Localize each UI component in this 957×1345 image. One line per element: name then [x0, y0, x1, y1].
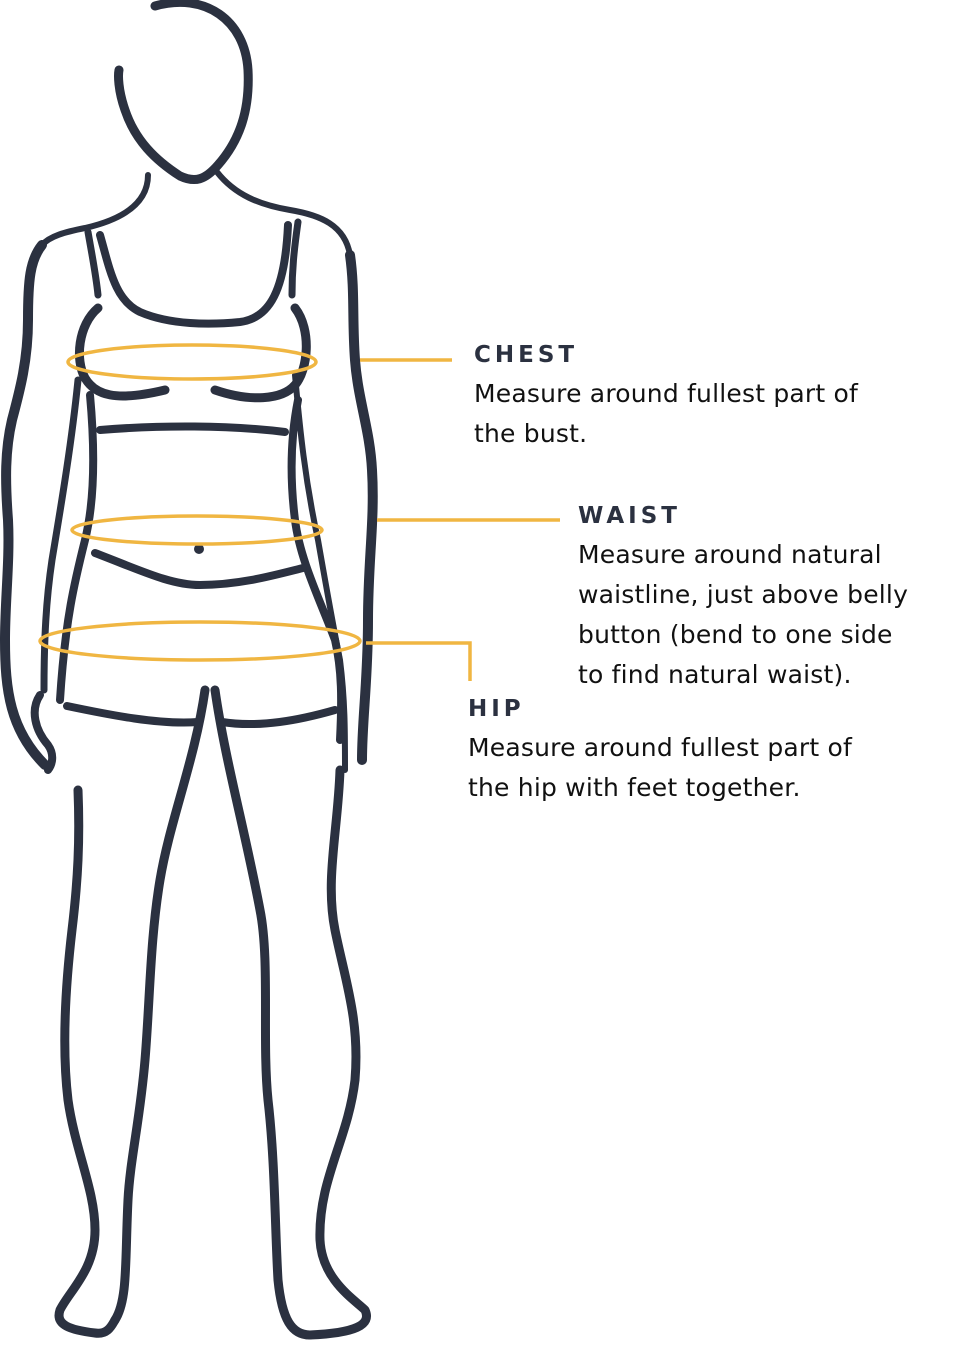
left-arm-outer — [0, 240, 50, 770]
right-leg-inner — [210, 685, 315, 1340]
chest-ring — [66, 343, 318, 381]
chest-title: CHEST — [474, 342, 579, 368]
hip-title: HIP — [468, 696, 525, 722]
right-leg-outer — [305, 765, 371, 1340]
left-leg-inner — [110, 685, 210, 1325]
hip-label: HIP Measure around fullest part of the h… — [468, 696, 938, 808]
waist-ring — [70, 514, 324, 546]
right-strap — [288, 218, 302, 299]
waist-description-line: button (bend to one side — [578, 620, 893, 649]
left-strap — [84, 228, 102, 299]
left-hand — [30, 691, 57, 774]
chest-description-line: the bust. — [474, 419, 588, 448]
hip-leader-line — [366, 641, 472, 681]
right-cup — [210, 303, 311, 403]
hip-ring — [38, 620, 362, 662]
left-cup — [74, 303, 170, 401]
waist-title: WAIST — [578, 503, 681, 529]
waist-description-line: to find natural waist). — [578, 660, 852, 689]
navel — [194, 544, 204, 554]
chest-description-line: Measure around fullest part of — [474, 379, 859, 408]
torso-left — [56, 391, 98, 704]
left-hip-crease — [63, 702, 202, 727]
right-arm-outer — [345, 250, 378, 765]
head-outline — [114, 0, 253, 185]
hip-description-line: the hip with feet together. — [468, 773, 801, 802]
chest-label: CHEST Measure around fullest part of the… — [474, 342, 944, 454]
neck-left — [39, 172, 151, 248]
briefs-waistband — [91, 549, 307, 589]
measurement-lines — [38, 343, 560, 681]
torso-right — [287, 396, 346, 744]
hip-description-line: Measure around fullest part of — [468, 733, 853, 762]
left-leg-outer — [54, 785, 120, 1338]
waist-description-line: waistline, just above belly — [578, 580, 909, 609]
right-hip-crease — [218, 706, 339, 729]
left-arm-inner — [40, 376, 82, 694]
waist-label: WAIST Measure around natural waistline, … — [578, 503, 957, 695]
under-bust-line — [96, 422, 289, 436]
neck-right — [214, 169, 353, 258]
bra-neckline — [96, 221, 292, 328]
waist-description-line: Measure around natural — [578, 540, 882, 569]
body-outline — [0, 0, 378, 1340]
